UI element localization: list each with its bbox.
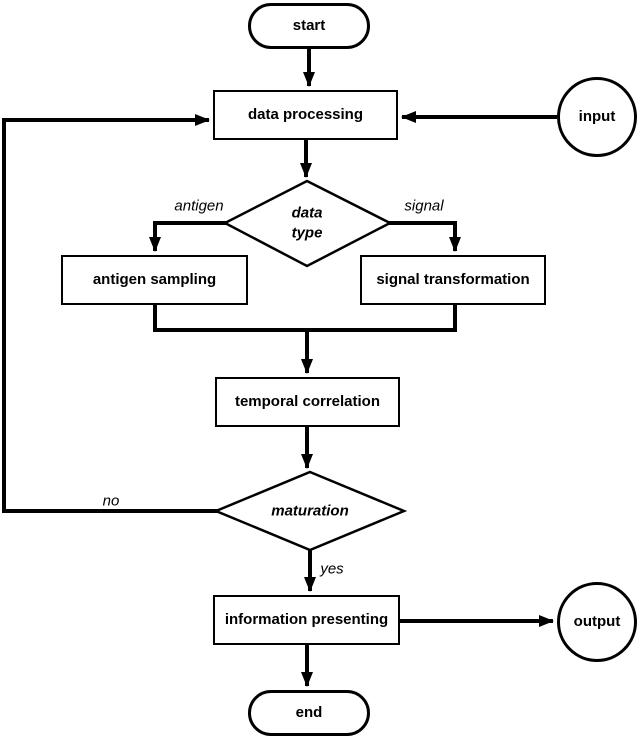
node-temporal-correlation: temporal correlation — [215, 377, 400, 427]
edge-label-antigen: antigen — [174, 197, 224, 215]
node-input-label: input — [578, 108, 616, 126]
node-antigen-sampling: antigen sampling — [61, 255, 248, 305]
node-maturation-shape — [212, 470, 408, 552]
node-antigen-sampling-label: antigen sampling — [92, 271, 217, 289]
node-start-label: start — [292, 17, 326, 35]
node-data-processing: data processing — [213, 90, 398, 140]
node-data-type-label-line2: type — [291, 224, 323, 241]
node-end-label: end — [295, 704, 323, 722]
edge-label-signal: signal — [404, 197, 444, 215]
node-information-presenting: information presenting — [213, 595, 400, 645]
edge-data-type-to-signal-transformation — [388, 221, 461, 252]
edge-label-no: no — [102, 492, 120, 510]
node-data-type-label: data type — [292, 204, 323, 243]
node-output-label: output — [573, 613, 621, 631]
edge-label-yes: yes — [320, 560, 344, 578]
edge-merge-bar — [153, 303, 457, 332]
node-input: input — [557, 77, 637, 157]
node-data-type-shape — [222, 179, 393, 268]
node-temporal-correlation-label: temporal correlation — [234, 393, 381, 411]
node-information-presenting-label: information presenting — [224, 611, 389, 629]
node-signal-transformation-label: signal transformation — [376, 271, 530, 289]
node-start: start — [248, 3, 370, 49]
edge-maturation-no-loop — [2, 114, 218, 513]
node-end: end — [248, 690, 370, 736]
node-output: output — [557, 582, 637, 662]
node-maturation-label-text: maturation — [271, 502, 349, 520]
node-maturation-label: maturation — [271, 501, 349, 521]
node-data-type-label-line1: data — [291, 204, 323, 222]
node-data-processing-label: data processing — [247, 106, 364, 124]
edge-data-type-to-antigen-sampling — [149, 221, 227, 252]
node-signal-transformation: signal transformation — [360, 255, 546, 305]
